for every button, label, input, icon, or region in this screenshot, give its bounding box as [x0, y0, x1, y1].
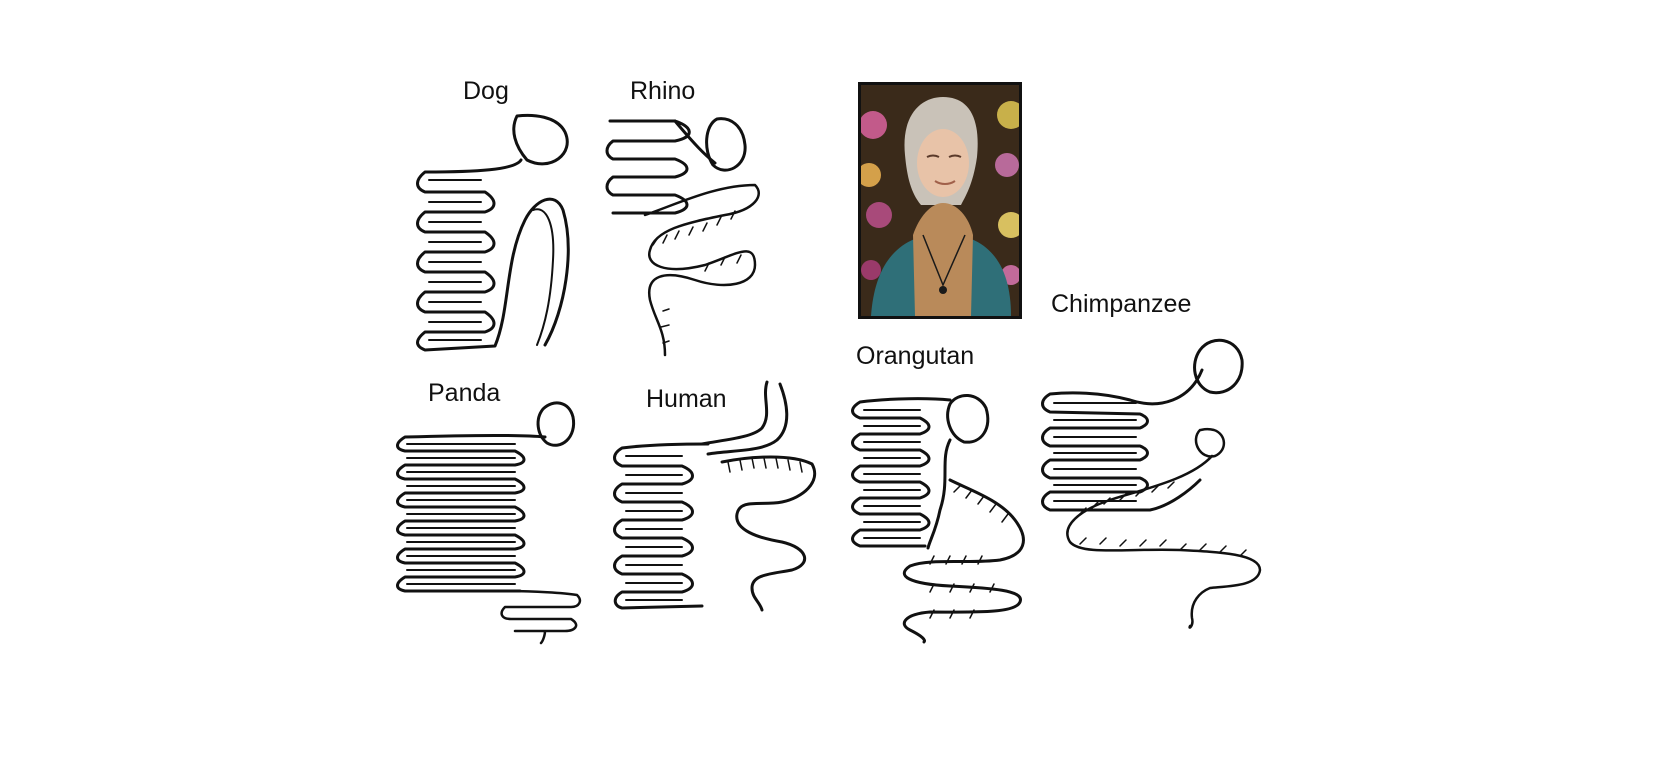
label-dog: Dog — [463, 77, 509, 105]
panda-gut-drawing — [396, 401, 582, 645]
label-rhino: Rhino — [630, 77, 696, 105]
rhino-gut-drawing — [605, 117, 760, 357]
chimpanzee-gut-drawing — [1041, 338, 1262, 629]
human-gut-drawing — [613, 380, 817, 612]
portrait-photo — [858, 82, 1022, 319]
label-chimpanzee: Chimpanzee — [1051, 290, 1192, 318]
portrait-image — [861, 85, 1019, 316]
orangutan-gut-drawing — [851, 394, 1025, 644]
label-panda: Panda — [428, 379, 501, 407]
label-human: Human — [646, 385, 727, 413]
label-orangutan: Orangutan — [856, 342, 975, 370]
dog-gut-drawing — [416, 113, 570, 352]
